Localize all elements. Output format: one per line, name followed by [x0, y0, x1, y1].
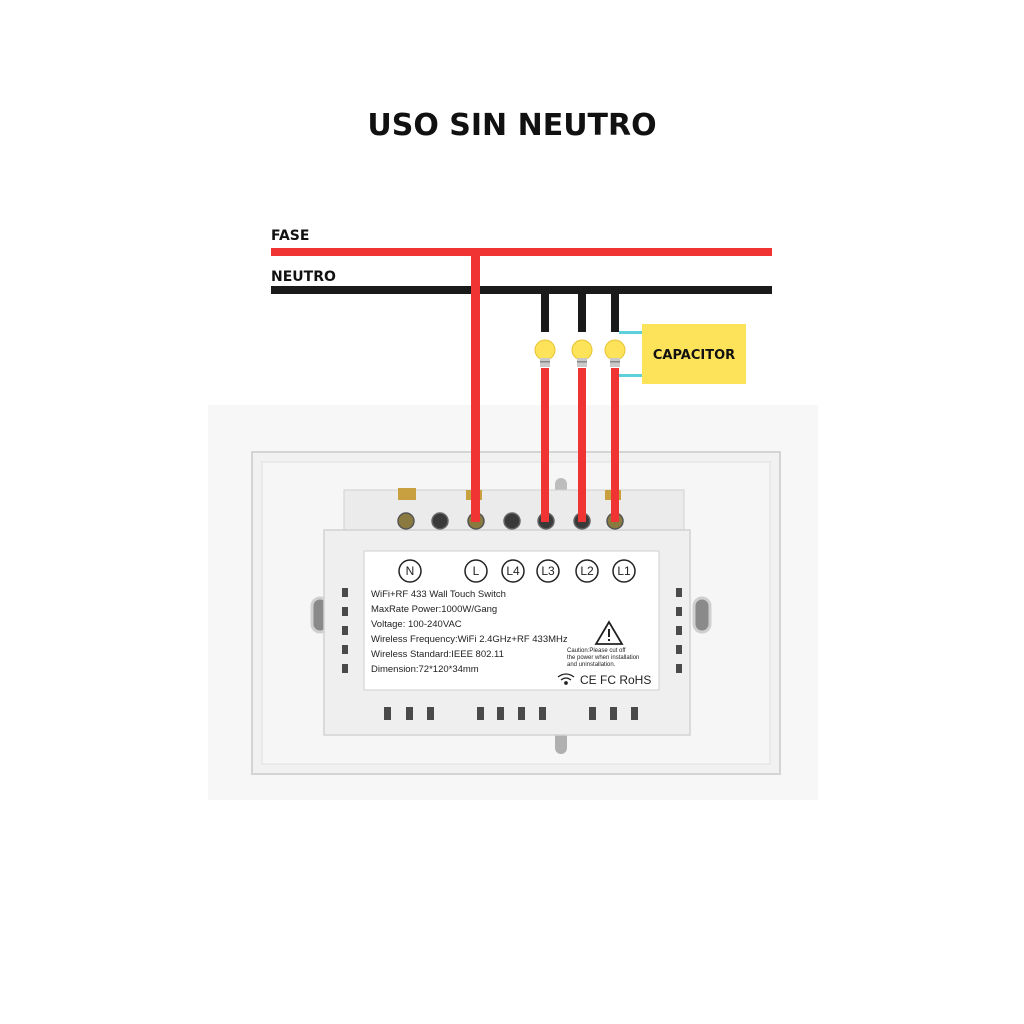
mounting-slot-right: [692, 596, 712, 634]
spec-line: MaxRate Power:1000W/Gang: [371, 604, 497, 615]
neutro-drop-wire-1: [541, 292, 549, 332]
capacitor-label: CAPACITOR: [653, 348, 735, 363]
spec-list: WiFi+RF 433 Wall Touch Switch MaxRate Po…: [371, 589, 568, 675]
spec-sticker: [363, 550, 660, 691]
caution-line: and uninstallation.: [567, 662, 616, 668]
neutro-label: NEUTRO: [271, 269, 336, 285]
terminal-label-l1: L1: [617, 564, 631, 578]
load-wire-1: [541, 368, 549, 522]
neutro-line: [271, 286, 772, 294]
neutro-drop-wire-3: [611, 292, 619, 332]
fase-line: [271, 248, 772, 256]
screw-n: [397, 512, 415, 530]
certifications: CE FC RoHS: [580, 673, 651, 687]
warning-icon: [594, 620, 624, 645]
load-wire-2: [578, 368, 586, 522]
capacitor-lead-bottom: [619, 374, 642, 377]
terminal-label-l: L: [473, 564, 480, 578]
neutro-drop-wire-2: [578, 292, 586, 332]
bulb-icon: [571, 339, 593, 367]
diagram-title: USO SIN NEUTRO: [367, 108, 656, 143]
screw-l4: [503, 512, 521, 530]
screw-blank: [431, 512, 449, 530]
spec-line: Wireless Standard:IEEE 802.11: [371, 649, 504, 660]
terminal-label-l3: L3: [541, 564, 555, 578]
wifi-icon: [557, 673, 575, 685]
spec-line: Voltage: 100-240VAC: [371, 619, 462, 630]
terminal-label-l4: L4: [506, 564, 520, 578]
bulb-icon: [534, 339, 556, 367]
fase-label: FASE: [271, 228, 309, 244]
bulb-icon: [604, 339, 626, 367]
fase-drop-wire: [471, 252, 480, 522]
caution-line: Caution:Please cut off: [567, 648, 626, 654]
load-wire-3: [611, 368, 619, 522]
terminal-label-n: N: [406, 564, 415, 578]
spec-line: Dimension:72*120*34mm: [371, 664, 479, 675]
terminal-label-l2: L2: [580, 564, 594, 578]
capacitor-lead-top: [619, 331, 642, 334]
switch-back-panel: [251, 451, 781, 775]
side-vents: [342, 588, 682, 673]
terminal-labels: N L L4 L3 L2 L1: [398, 559, 636, 583]
spec-line: Wireless Frequency:WiFi 2.4GHz+RF 433MHz: [371, 634, 568, 645]
caution-line: the power when installation: [567, 655, 639, 661]
capacitor-box: [642, 324, 746, 384]
bottom-vents: [384, 707, 638, 720]
brass-tab: [398, 488, 416, 500]
spec-line: WiFi+RF 433 Wall Touch Switch: [371, 589, 506, 600]
